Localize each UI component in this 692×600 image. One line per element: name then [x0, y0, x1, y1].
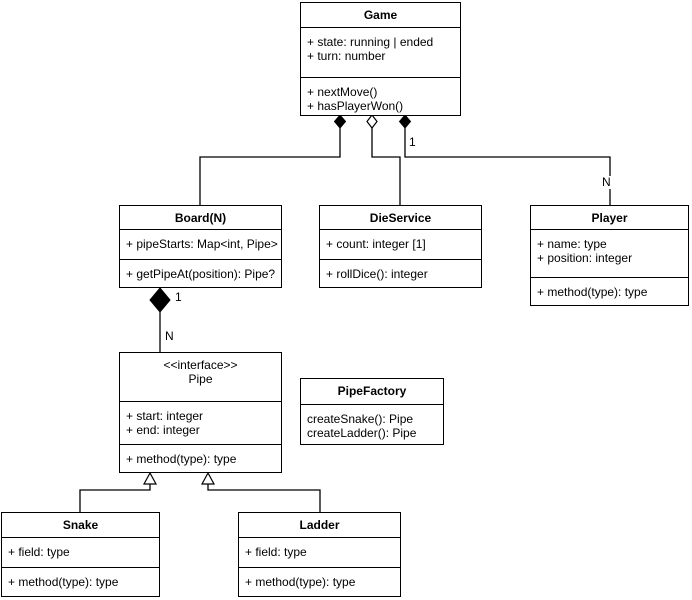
class-game-attributes: + state: running | ended + turn: number	[301, 27, 460, 77]
method: createSnake(): Pipe	[307, 412, 414, 426]
method: + rollDice(): integer	[326, 267, 428, 281]
edge-game-dieservice-aggregation	[366, 114, 401, 205]
class-player[interactable]: Player + name: type + position: integer …	[530, 205, 689, 306]
class-pipe-attributes: + start: integer + end: integer	[120, 401, 281, 444]
attribute: + state: running | ended	[307, 35, 434, 49]
class-pipe-methods: + method(type): type	[120, 444, 281, 472]
class-dieservice-title: DieService	[369, 211, 432, 225]
class-player-title: Player	[591, 211, 628, 225]
multiplicity-label-board-pipe-n: N	[164, 329, 175, 343]
class-ladder-attributes: + field: type	[239, 537, 400, 567]
method: + method(type): type	[126, 452, 237, 466]
method: + method(type): type	[245, 575, 356, 589]
class-board-attributes: + pipeStarts: Map<int, Pipe>	[120, 229, 281, 259]
method: + getPipeAt(position): Pipe?	[126, 267, 276, 281]
composition-diamond-icon	[398, 114, 412, 129]
class-ladder[interactable]: Ladder + field: type + method(type): typ…	[238, 512, 401, 597]
method: + hasPlayerWon()	[307, 99, 404, 113]
class-snake-attributes: + field: type	[2, 537, 159, 567]
composition-diamond-icon	[149, 287, 171, 313]
class-ladder-title: Ladder	[299, 518, 340, 532]
attribute: + name: type	[537, 237, 607, 251]
edge-board-pipe-composition	[149, 287, 171, 352]
attribute: + pipeStarts: Map<int, Pipe>	[126, 237, 278, 251]
attribute: + field: type	[8, 545, 70, 559]
attribute: + field: type	[245, 545, 307, 559]
class-dieservice-attributes: + count: integer [1]	[320, 229, 481, 259]
attribute: + start: integer	[126, 409, 204, 423]
inheritance-triangle-icon	[142, 471, 158, 485]
edge-game-board-composition	[199, 114, 347, 205]
edge-ladder-pipe-inheritance	[200, 471, 321, 512]
class-pipefactory[interactable]: PipeFactory createSnake(): Pipe createLa…	[300, 378, 444, 445]
multiplicity-label-board-pipe-1: 1	[174, 290, 183, 304]
multiplicity-label-game-player-1: 1	[408, 135, 417, 149]
class-ladder-methods: + method(type): type	[239, 567, 400, 596]
class-snake-title: Snake	[62, 518, 99, 532]
class-pipe[interactable]: <<interface>> Pipe + start: integer + en…	[119, 352, 282, 473]
class-snake[interactable]: Snake + field: type + method(type): type	[1, 512, 160, 597]
class-board[interactable]: Board(N) + pipeStarts: Map<int, Pipe> + …	[119, 205, 282, 288]
class-name: Pipe	[188, 372, 213, 386]
class-pipefactory-methods: createSnake(): Pipe createLadder(): Pipe	[301, 404, 443, 444]
inheritance-triangle-icon	[200, 471, 216, 485]
method: + method(type): type	[537, 285, 648, 299]
composition-diamond-icon	[333, 114, 347, 129]
class-snake-methods: + method(type): type	[2, 567, 159, 596]
class-player-attributes: + name: type + position: integer	[531, 229, 688, 277]
aggregation-diamond-icon	[366, 114, 378, 129]
attribute: + count: integer [1]	[326, 237, 426, 251]
attribute: + position: integer	[537, 251, 633, 265]
class-board-methods: + getPipeAt(position): Pipe?	[120, 259, 281, 287]
class-game[interactable]: Game + state: running | ended + turn: nu…	[300, 2, 461, 116]
multiplicity-label-game-player-n: N	[601, 175, 612, 189]
class-game-title: Game	[363, 8, 398, 22]
class-pipe-title: <<interface>> Pipe	[120, 353, 281, 401]
method: createLadder(): Pipe	[307, 426, 417, 440]
class-board-title: Board(N)	[174, 211, 227, 225]
class-dieservice-methods: + rollDice(): integer	[320, 259, 481, 287]
method: + method(type): type	[8, 575, 119, 589]
attribute: + turn: number	[307, 49, 386, 63]
stereotype-label: <<interface>>	[163, 358, 238, 372]
class-pipefactory-title: PipeFactory	[337, 384, 407, 398]
class-player-methods: + method(type): type	[531, 277, 688, 305]
attribute: + end: integer	[126, 423, 200, 437]
edge-snake-pipe-inheritance	[79, 471, 158, 512]
class-game-methods: + nextMove() + hasPlayerWon()	[301, 77, 460, 115]
edge-game-player-composition	[398, 114, 611, 205]
class-dieservice[interactable]: DieService + count: integer [1] + rollDi…	[319, 205, 482, 288]
method: + nextMove()	[307, 85, 378, 99]
